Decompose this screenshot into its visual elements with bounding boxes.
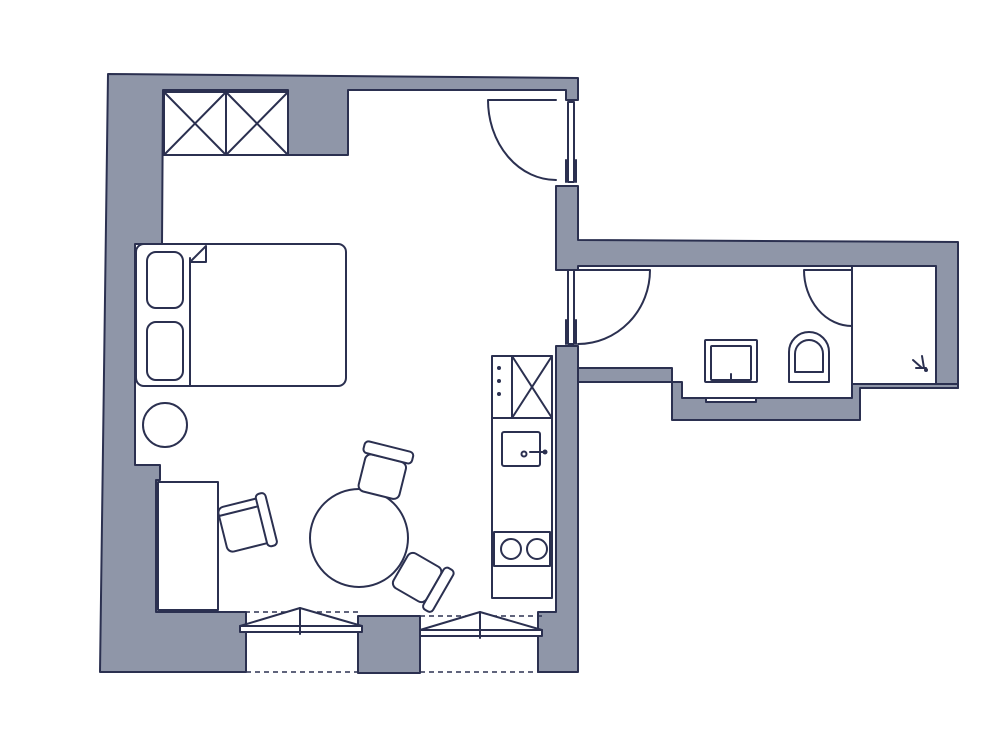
kitchen-sink <box>501 431 548 467</box>
kitchen-cooktop <box>493 531 551 567</box>
bathroom-door[interactable] <box>565 269 651 345</box>
wardrobe <box>163 91 289 156</box>
round-side-table <box>142 402 188 448</box>
window <box>236 607 363 673</box>
armchair <box>217 492 278 553</box>
shower-door[interactable] <box>803 265 853 385</box>
bathroom-sink <box>704 339 758 403</box>
shower-drain <box>912 355 928 372</box>
pillow <box>146 251 184 309</box>
dining-table <box>309 488 409 588</box>
window <box>419 611 544 673</box>
pillow <box>146 321 184 381</box>
kitchen-counter <box>491 355 553 599</box>
main-room-floor <box>160 90 556 612</box>
double-bed <box>135 243 347 387</box>
bathroom-floor <box>578 266 936 382</box>
wall-bathroom-bottom <box>577 367 959 421</box>
dining-chair <box>357 440 415 500</box>
dining-chair <box>391 551 455 613</box>
toilet <box>788 331 830 383</box>
wall-bottom-middle <box>357 615 421 674</box>
sideboard <box>157 481 219 611</box>
kitchen-oven-unit <box>491 355 553 419</box>
entry-door[interactable] <box>487 99 577 183</box>
